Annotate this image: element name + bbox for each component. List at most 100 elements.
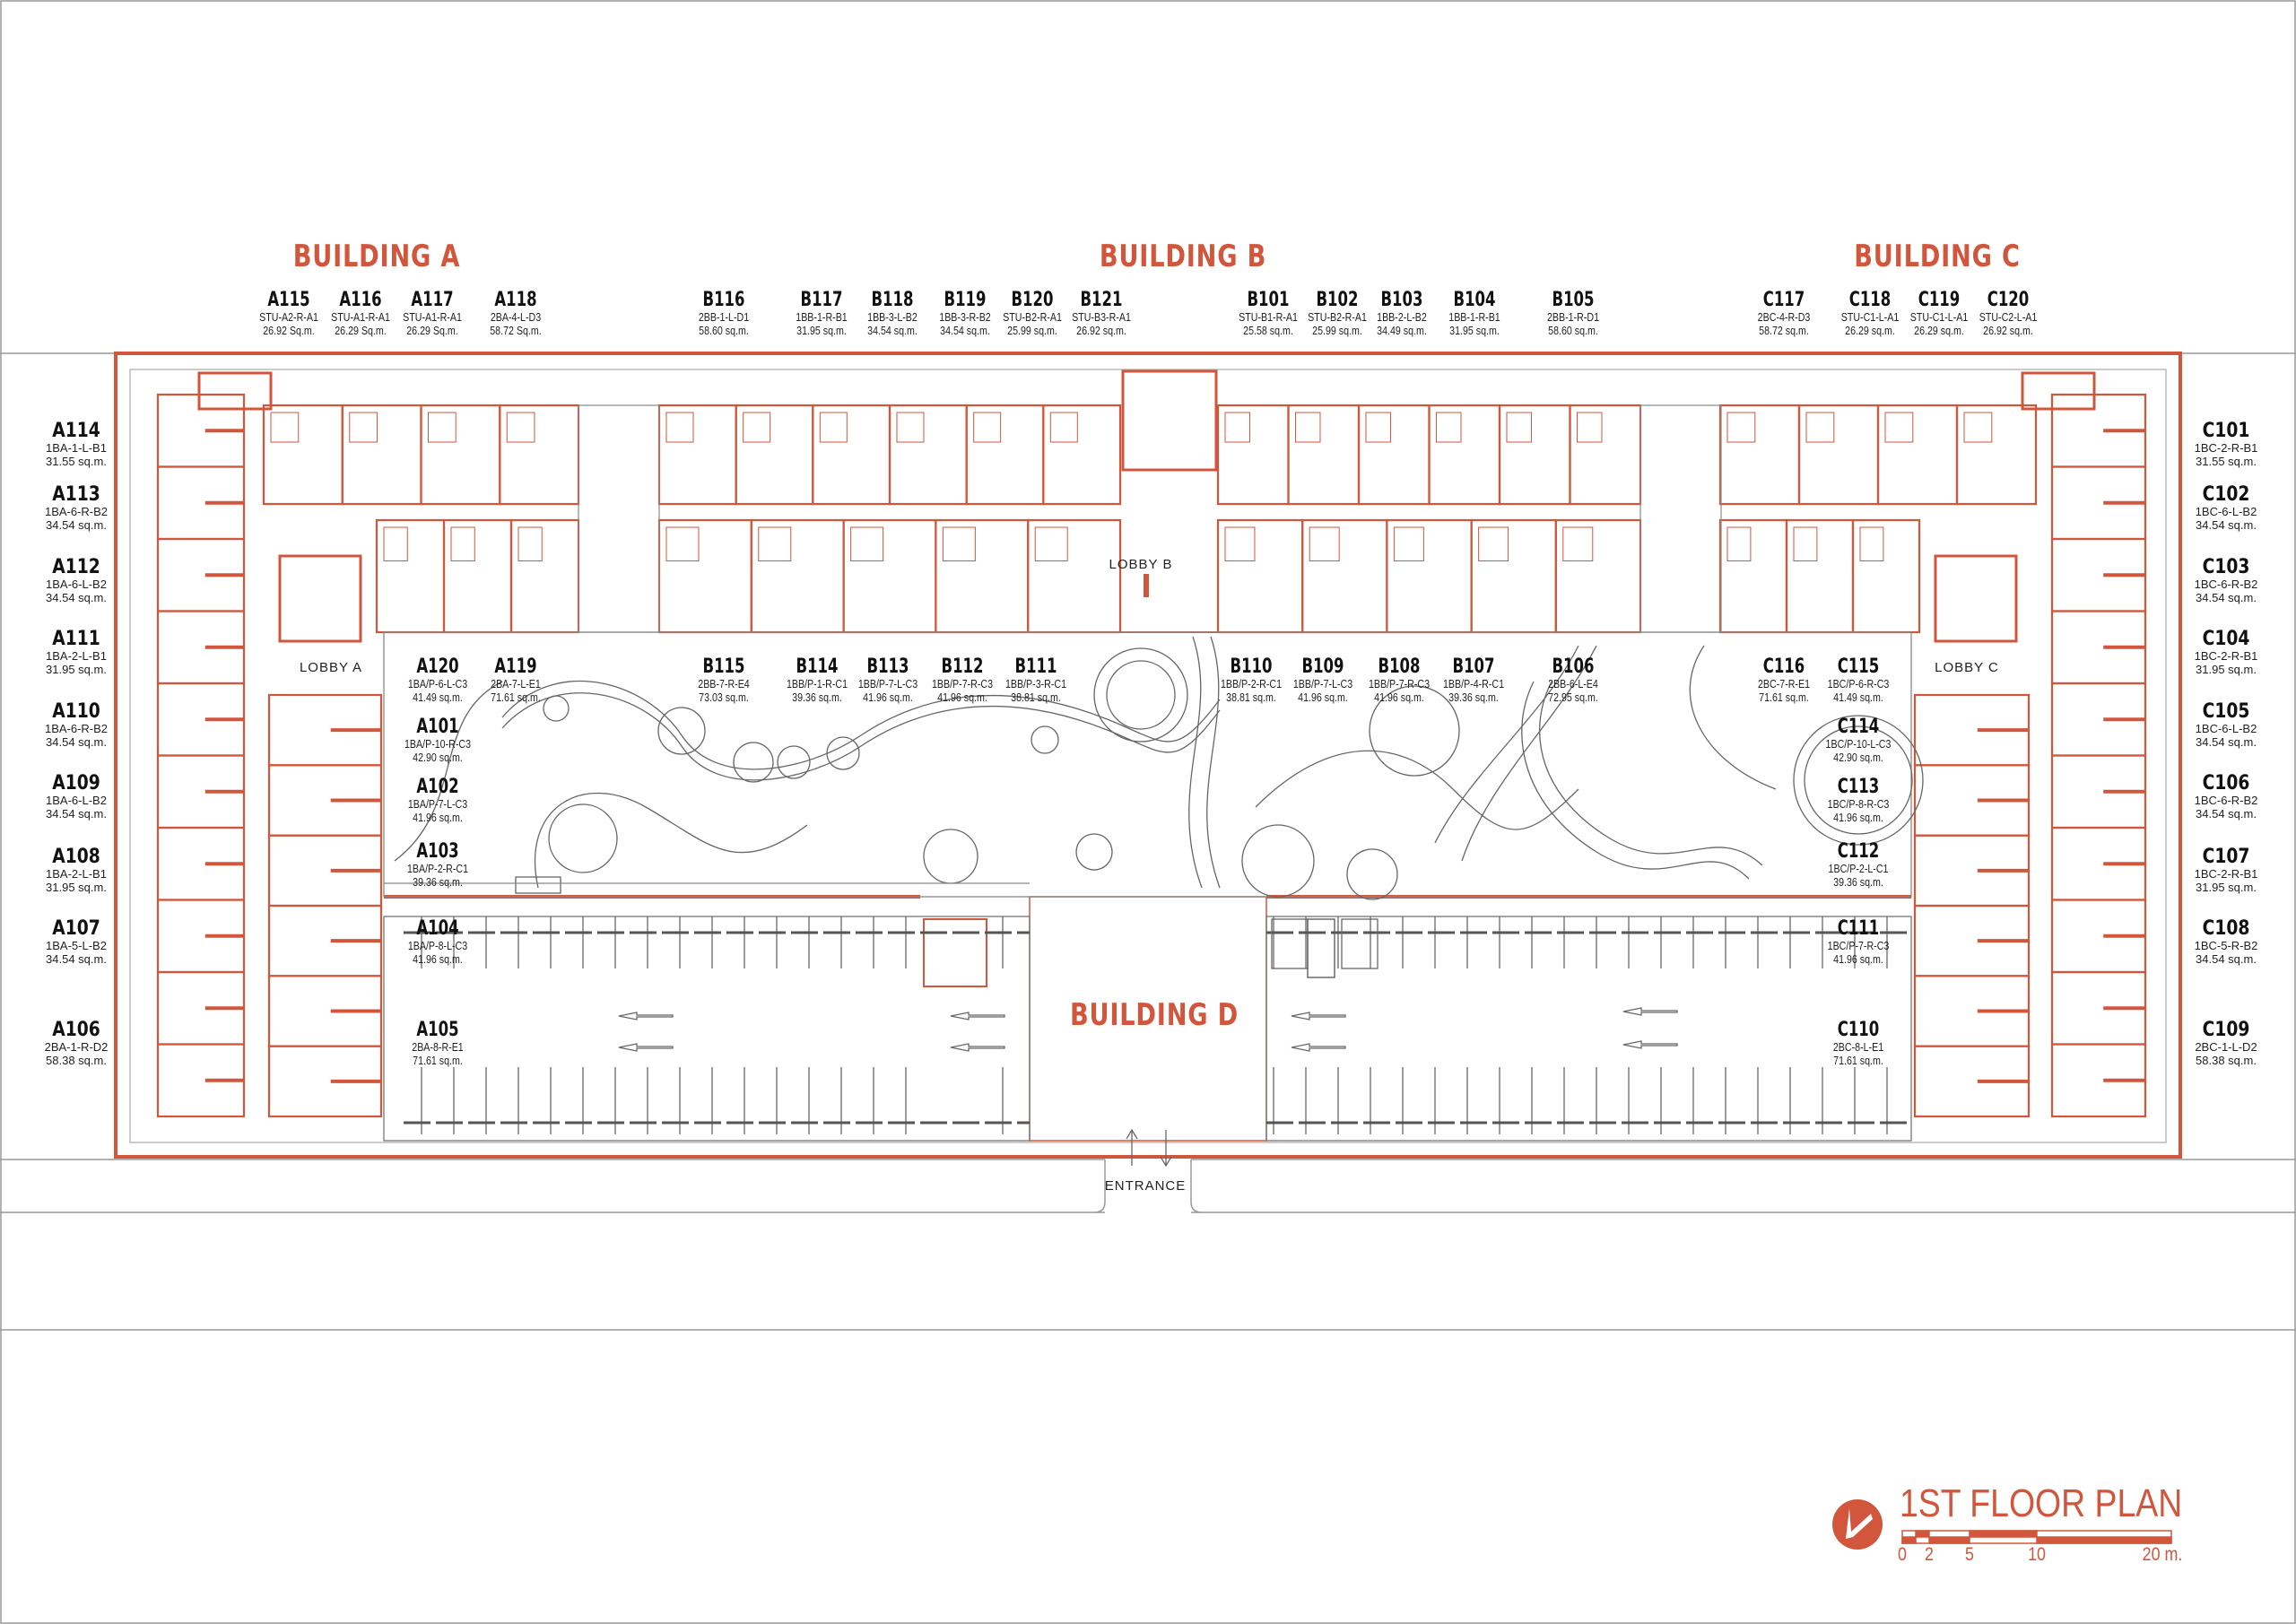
unit-type: 1BA/P-8-L-C3	[407, 939, 468, 953]
unit-area: 41.96 sq.m.	[863, 690, 913, 705]
unit-type: STU-A1-R-A1	[403, 310, 462, 325]
unit-type: 1BB/P-7-R-C3	[1368, 677, 1431, 691]
unit-area: 73.03 sq.m.	[699, 690, 749, 705]
garden-path	[394, 681, 503, 862]
bathroom	[506, 412, 535, 443]
unit-type: 2BC-7-R-E1	[1757, 677, 1811, 691]
room-b-south-east	[1216, 518, 1304, 634]
planter-circle	[1793, 715, 1924, 846]
stair-b	[1121, 369, 1218, 472]
unit-number: A107	[52, 917, 100, 940]
stair-c	[1934, 554, 2018, 643]
unit-number: C109	[2202, 1019, 2250, 1041]
planter-circle	[1093, 647, 1188, 743]
planter-circle	[826, 736, 860, 770]
scale-tick-label: 2	[1925, 1544, 1934, 1565]
room-a-north	[420, 404, 501, 506]
bathroom	[819, 412, 848, 443]
room-b-south-east	[1554, 518, 1642, 634]
planter-circle	[923, 829, 978, 884]
unit-area: 31.95 sq.m.	[796, 324, 847, 338]
unit-area: 34.54 sq.m.	[46, 591, 107, 605]
room-a-north-inner	[442, 518, 513, 634]
stair-d	[923, 918, 987, 987]
unit-number: B111	[1014, 656, 1057, 678]
unit-area: 58.72 Sq.m.	[490, 324, 542, 338]
garden-path	[1539, 681, 1763, 866]
unit-type: 1BB/P-4-R-C1	[1442, 677, 1505, 691]
planter-circle	[1075, 833, 1113, 871]
bathroom	[1506, 412, 1532, 443]
unit-area: 39.36 sq.m.	[792, 690, 842, 705]
unit-number: A105	[416, 1019, 459, 1041]
unit-type: 2BC-1-L-D2	[2195, 1040, 2257, 1055]
unit-number: C106	[2202, 772, 2250, 795]
unit-area: 34.54 sq.m.	[2196, 807, 2257, 821]
unit-area: 41.96 sq.m.	[1833, 811, 1883, 825]
lobby-a-label: LOBBY A	[299, 660, 363, 675]
unit-type: 1BB/P-7-L-C3	[1292, 677, 1353, 691]
bathroom	[383, 526, 408, 561]
room-b-north-west	[657, 404, 737, 506]
bathroom	[1436, 412, 1462, 443]
unit-number: A102	[416, 776, 459, 798]
unit-area: 31.95 sq.m.	[1449, 324, 1500, 338]
garden-path	[1461, 645, 1597, 862]
bathroom	[1309, 526, 1340, 561]
unit-type: 2BA-7-L-E1	[491, 677, 541, 691]
unit-number: B112	[941, 656, 984, 678]
unit-number: C116	[1762, 656, 1805, 678]
room-b-north-west	[888, 404, 968, 506]
garden-path	[501, 680, 1221, 770]
room-b-south-west	[935, 518, 1030, 634]
unit-type: 1BC/P-8-R-C3	[1827, 797, 1890, 812]
unit-type: 2BB-6-L-E4	[1548, 677, 1598, 691]
unit-number: C117	[1762, 289, 1805, 311]
unit-area: 41.96 sq.m.	[1374, 690, 1424, 705]
hatched-zone	[1307, 918, 1335, 978]
unit-area: 58.60 sq.m.	[699, 324, 749, 338]
unit-number: B119	[944, 289, 987, 311]
bathroom	[270, 412, 300, 443]
unit-type: 1BA-6-R-B2	[44, 505, 109, 519]
parking-west	[383, 916, 1031, 1142]
traffic-arrow	[618, 1043, 674, 1052]
unit-area: 41.96 sq.m.	[413, 952, 463, 967]
planter-circle	[657, 707, 706, 755]
unit-number: A116	[339, 289, 382, 311]
unit-number: B107	[1452, 656, 1495, 678]
unit-area: 25.58 sq.m.	[1243, 324, 1293, 338]
unit-number: C108	[2202, 917, 2250, 940]
room-b-south-east	[1386, 518, 1473, 634]
unit-type: 1BB-1-R-B1	[1448, 310, 1500, 325]
unit-area: 71.61 sq.m.	[1759, 690, 1809, 705]
unit-number: A120	[416, 656, 459, 678]
room-b-north-west	[1042, 404, 1122, 506]
unit-area: 34.54 sq.m.	[2196, 518, 2257, 533]
garden-path	[501, 692, 1221, 781]
room-b-south-west	[657, 518, 752, 634]
unit-type: 1BC-6-L-B2	[2195, 505, 2257, 519]
accessible-parking-icon	[1341, 918, 1378, 969]
unit-area: 41.49 sq.m.	[413, 690, 463, 705]
unit-number: C120	[1987, 289, 2030, 311]
unit-type: STU-C1-L-A1	[1909, 310, 1969, 325]
unit-type: 1BA-2-L-B1	[46, 867, 107, 881]
unit-area: 58.72 sq.m.	[1759, 324, 1809, 338]
unit-type: 1BB/P-7-L-C3	[857, 677, 918, 691]
